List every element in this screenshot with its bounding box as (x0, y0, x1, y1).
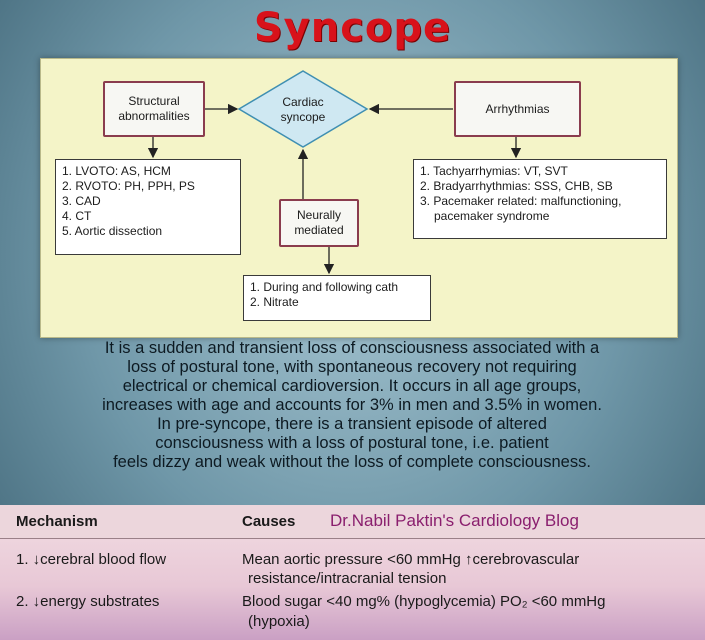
row-mechanism: 1. ↓cerebral blood flow (16, 551, 167, 568)
paragraph-line: feels dizzy and weak without the loss of… (113, 453, 591, 471)
mechanism-table: Mechanism Causes Dr.Nabil Paktin's Cardi… (0, 505, 705, 640)
row-cause: Blood sugar <40 mg% (hypoglycemia) PO₂ <… (242, 593, 606, 610)
neurally-mediated-box: Neurally mediated (279, 199, 359, 247)
list-item: 2. Bradyarrhythmias: SSS, CHB, SB (420, 179, 613, 193)
paragraph-line: It is a sudden and transient loss of con… (104, 339, 600, 357)
paragraph-line: electrical or chemical cardioversion. It… (122, 377, 582, 395)
paragraph-line: consciousness with a loss of postural to… (155, 434, 549, 452)
row-cause: Mean aortic pressure <60 mmHg ↑cerebrova… (242, 551, 580, 568)
page-title: Syncope (253, 5, 452, 51)
paragraph-line: increases with age and accounts for 3% i… (102, 396, 602, 414)
list-item: 3. CAD (62, 194, 101, 208)
list-item: 2. Nitrate (250, 295, 299, 309)
list-item: 3. Pacemaker related: malfunctioning, (420, 194, 622, 208)
cardiac-syncope-diamond (237, 70, 369, 148)
row-cause-cont: (hypoxia) (248, 613, 310, 630)
syncope-diagram: Cardiac syncope Structural abnormalities… (40, 58, 678, 338)
list-item: 4. CT (62, 209, 92, 223)
diagram-connectors (147, 70, 522, 275)
list-item: 1. During and following cath (250, 280, 399, 294)
header-mechanism: Mechanism (16, 513, 98, 530)
definition-paragraph: It is a sudden and transient loss of con… (12, 339, 692, 472)
list-item: 5. Aortic dissection (62, 224, 163, 238)
row-cause-cont: resistance/intracranial tension (248, 570, 447, 587)
row-mechanism: 2. ↓energy substrates (16, 593, 160, 610)
arrhythmias-box: Arrhythmias (454, 81, 581, 137)
neural-causes-list: 1. During and following cath 2. Nitrate (243, 275, 431, 321)
paragraph-line: In pre-syncope, there is a transient epi… (157, 415, 547, 433)
arrhythmia-causes-list: 1. Tachyarrhymias: VT, SVT 2. Bradyarrhy… (413, 159, 667, 239)
blog-credit: Dr.Nabil Paktin's Cardiology Blog (330, 511, 579, 530)
header-causes: Causes (242, 513, 296, 530)
structural-causes-list: 1. LVOTO: AS, HCM 2. RVOTO: PH, PPH, PS … (55, 159, 241, 255)
cardiac-syncope-label: Cardiac syncope (280, 95, 326, 124)
list-item: 2. RVOTO: PH, PPH, PS (62, 179, 195, 193)
list-item: pacemaker syndrome (434, 209, 550, 223)
structural-abnormalities-box: Structural abnormalities (103, 81, 205, 137)
table-header: Mechanism Causes Dr.Nabil Paktin's Cardi… (0, 505, 705, 539)
paragraph-line: loss of postural tone, with spontaneous … (127, 358, 577, 376)
list-item: 1. Tachyarrhymias: VT, SVT (420, 164, 568, 178)
list-item: 1. LVOTO: AS, HCM (62, 164, 171, 178)
